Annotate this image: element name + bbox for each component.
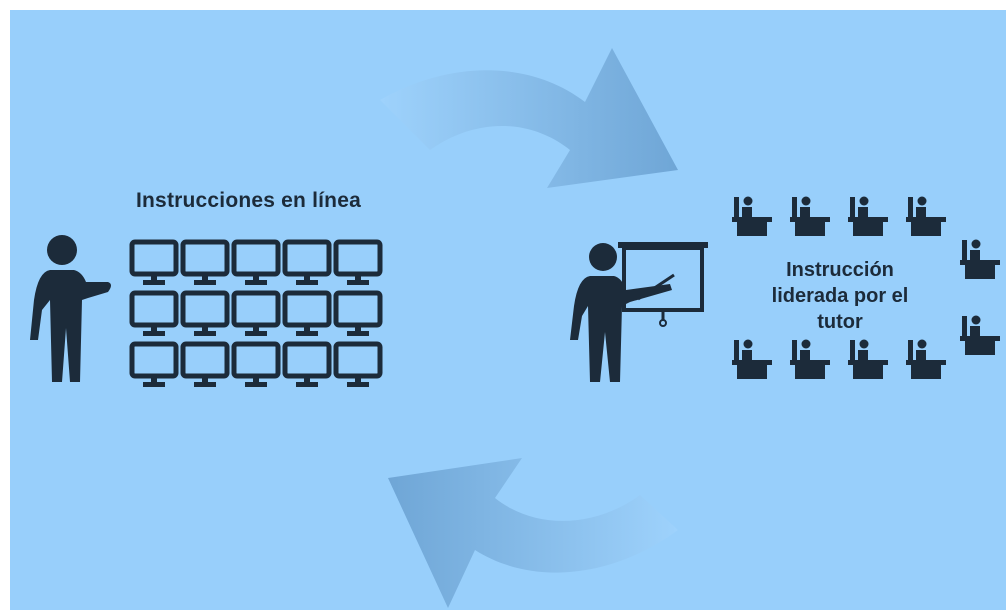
monitor-icon <box>282 341 332 387</box>
student-desk-icon <box>732 339 772 379</box>
tutor-instruction-label: Instrucción liderada por el tutor <box>755 257 925 335</box>
student-desk-icon <box>906 339 946 379</box>
monitor-icon <box>180 290 230 336</box>
monitor-icon <box>333 239 383 285</box>
student-desk-icon <box>960 239 1000 279</box>
student-desk-icon <box>960 315 1000 355</box>
tutor-label-line-2: liderada por el <box>771 285 909 307</box>
monitor-icon <box>180 341 230 387</box>
monitor-icon <box>180 239 230 285</box>
monitor-icon <box>231 341 281 387</box>
student-group <box>732 196 1000 379</box>
monitor-icon <box>231 290 281 336</box>
cycle-arrow-bottom-icon <box>388 458 678 608</box>
student-desk-icon <box>790 196 830 236</box>
monitor-icon <box>129 239 179 285</box>
diagram-canvas <box>30 48 1000 608</box>
student-desk-icon <box>790 339 830 379</box>
cycle-arrow-top-icon <box>380 48 678 188</box>
tutor-label-line-1: Instrucción <box>786 259 894 281</box>
student-desk-icon <box>848 339 888 379</box>
monitor-icon <box>129 341 179 387</box>
monitor-icon <box>333 290 383 336</box>
student-desk-icon <box>732 196 772 236</box>
teacher-pointing-icon <box>30 235 111 382</box>
online-instruction-label: Instrucciones en línea <box>136 189 361 212</box>
monitor-icon <box>231 239 281 285</box>
monitor-icon <box>282 239 332 285</box>
monitor-icon <box>282 290 332 336</box>
student-desk-icon <box>848 196 888 236</box>
teacher-board-icon <box>570 242 708 382</box>
diagram-panel: Instrucciones en línea Instrucción lider… <box>10 10 1006 610</box>
monitor-icon <box>129 290 179 336</box>
tutor-label-line-3: tutor <box>817 311 863 333</box>
monitor-grid <box>129 239 383 387</box>
monitor-icon <box>333 341 383 387</box>
student-desk-icon <box>906 196 946 236</box>
